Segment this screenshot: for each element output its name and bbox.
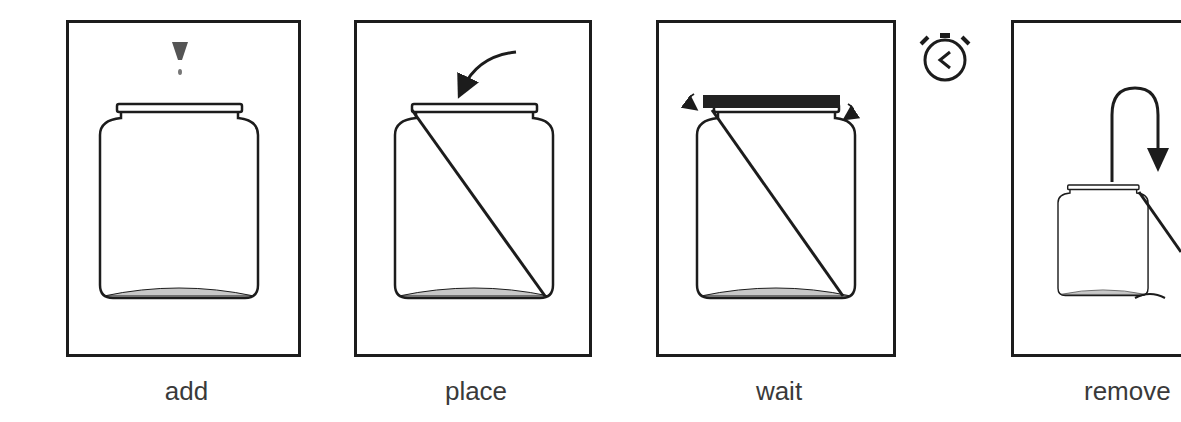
step-label: add	[165, 376, 208, 407]
step-label: remove	[1084, 376, 1171, 407]
step-panel: place	[354, 20, 592, 357]
step-label: wait	[756, 376, 802, 407]
step-panel: wait	[656, 20, 896, 357]
step-panel: remove	[1011, 20, 1181, 357]
step-panel: add	[66, 20, 301, 357]
step-label: place	[445, 376, 507, 407]
